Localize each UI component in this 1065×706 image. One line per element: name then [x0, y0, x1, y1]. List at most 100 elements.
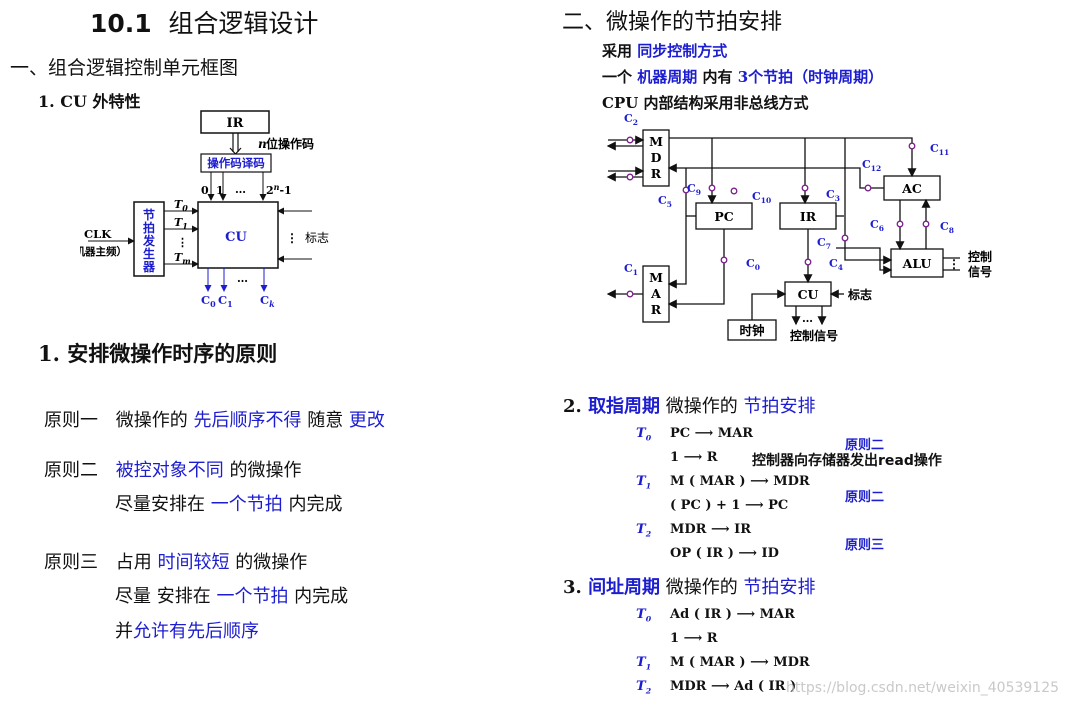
principle-1-text-c: 随意: [301, 410, 349, 431]
clk-label: CLK: [84, 227, 112, 241]
indirect-row-0-t: T: [636, 607, 646, 622]
t0-sub: 0: [182, 203, 188, 213]
c-label-5: C: [658, 194, 667, 207]
ck-label: C: [260, 293, 269, 307]
tm-sub: m: [182, 256, 190, 266]
indirect-row-0-text: Ad ( IR ) ⟶ MAR: [670, 607, 795, 622]
clk-note: （机器主频）: [80, 245, 127, 258]
svg-text:C0: C0: [746, 257, 760, 272]
ir-label: IR: [227, 116, 244, 131]
fetch-cycle-heading: 2. 取指周期 微操作的 节拍安排: [563, 392, 816, 418]
c-label-7: C: [817, 236, 826, 249]
fetch-num: 2.: [563, 396, 589, 417]
section-heading-timing-principles: 1. 安排微操作时序的原则: [38, 341, 278, 366]
beat-gen-char-1: 拍: [143, 220, 155, 235]
alu-ctrl-line2: 信号: [968, 264, 992, 279]
fetch-note-0: 原则二: [845, 438, 885, 453]
svg-text:C5: C5: [658, 194, 672, 209]
decoder-out-last-sup: n: [274, 182, 280, 192]
cpu-structure-line: CPU 内部结构采用非总线方式: [602, 94, 809, 112]
cpu-structure-diagram: M D R M A R PC IR AC ALU CU 时钟 标志 控制 信号 …: [606, 112, 992, 343]
c-sub-12: 12: [871, 164, 881, 173]
mar-char-1: A: [650, 286, 661, 301]
indirect-row-2-text: M ( MAR ) ⟶ MDR: [670, 655, 810, 670]
decoder-out-last-suffix: -1: [279, 184, 291, 197]
cu-external-diagram: IR n 位操作码 操作码译码 0 1 … 2n-1 CU 节 拍 发 生 器 …: [80, 110, 329, 308]
principle-1-text-d: 更改: [348, 410, 385, 431]
fetch-row-5-text: OP ( IR ) ⟶ ID: [670, 546, 779, 561]
principle-3-text-a: 占用: [115, 552, 158, 573]
mar-char-2: R: [651, 302, 662, 317]
indirect-row-3-text: MDR ⟶ Ad ( IR ): [670, 679, 797, 694]
decoder-dots: …: [235, 183, 246, 196]
svg-text:Tm: Tm: [174, 251, 191, 266]
ac-label: AC: [901, 181, 922, 196]
svg-text:C12: C12: [862, 158, 881, 173]
cpu-ir-label: IR: [800, 209, 817, 224]
c-label-0: C: [746, 257, 755, 270]
principle-2-text-b: 的微操作: [223, 460, 302, 481]
decoder-out-1: 1: [216, 184, 224, 197]
indirect-row-3-t: T: [636, 679, 646, 694]
c-sub-6: 6: [879, 224, 884, 233]
fetch-row-4-t: T: [636, 522, 646, 537]
principle-2-line2-b: 一个节拍: [210, 494, 283, 515]
alu-ctrl-line1: 控制: [968, 249, 992, 264]
indirect-title-b: 微操作的: [660, 577, 744, 598]
fetch-note-1: 原则二: [845, 490, 885, 505]
principle-3-line3-a: 并: [115, 621, 133, 642]
principle-2: 原则二 被控对象不同 的微操作: [44, 456, 301, 482]
decoder-label: 操作码译码: [207, 156, 265, 170]
principle-3: 原则三 占用 时间较短 的微操作: [44, 548, 307, 574]
fetch-row-2-t: T: [636, 474, 646, 489]
indirect-row-3: T2 MDR ⟶ Ad ( IR ): [636, 679, 796, 696]
sync-line-a: 采用: [602, 42, 638, 60]
principle-1-text-a: 微操作的: [115, 410, 194, 431]
svg-text:C9: C9: [687, 182, 701, 197]
c-sub-5: 5: [667, 200, 672, 209]
beat-gen-char-0: 节: [143, 207, 155, 222]
indirect-row-2: T1 M ( MAR ) ⟶ MDR: [636, 655, 810, 672]
c1-sub: 1: [227, 299, 233, 308]
c-label-6: C: [870, 218, 879, 231]
watermark: https://blog.csdn.net/weixin_40539125: [786, 680, 1060, 696]
c-sub-11: 11: [939, 148, 949, 157]
c0-sub: 0: [210, 299, 216, 308]
fetch-read-note: 控制器向存储器发出read操作: [752, 453, 942, 469]
pc-label: PC: [714, 209, 733, 224]
c-sub-10: 10: [761, 196, 771, 205]
decoder-out-0: 0: [201, 184, 209, 197]
fetch-row-0: T0 PC ⟶ MAR: [636, 426, 753, 443]
clock-label: 时钟: [739, 323, 764, 338]
section-heading-cu-diagram: 一、组合逻辑控制单元框图: [10, 57, 239, 79]
t1-label: T: [174, 216, 183, 229]
principle-2-label: 原则二: [44, 460, 98, 481]
principle-3-label: 原则三: [44, 552, 98, 573]
fetch-row-0-t: T: [636, 426, 646, 441]
subheading-cu-external: 1. CU 外特性: [38, 92, 141, 111]
svg-text:C3: C3: [826, 188, 840, 203]
fetch-row-2-text: M ( MAR ) ⟶ MDR: [670, 474, 810, 489]
c-label-9: C: [687, 182, 696, 195]
n-label: n: [258, 137, 267, 151]
tm-label: T: [174, 251, 183, 264]
opcode-note: 位操作码: [266, 136, 314, 151]
decoder-box: [200, 153, 272, 173]
svg-text:T0: T0: [174, 198, 188, 213]
title-number: 10.1: [90, 9, 152, 38]
beat-gen-char-2: 发: [142, 233, 156, 248]
svg-text:C4: C4: [829, 257, 843, 272]
sync-control-line: 采用 同步控制方式: [602, 40, 727, 61]
fetch-row-2: T1 M ( MAR ) ⟶ MDR: [636, 474, 810, 491]
fetch-row-0-text: PC ⟶ MAR: [670, 426, 754, 441]
fetch-row-4-text: MDR ⟶ IR: [670, 522, 752, 537]
fetch-row-4: T2 MDR ⟶ IR: [636, 522, 751, 539]
indirect-row-0: T0 Ad ( IR ) ⟶ MAR: [636, 607, 795, 624]
principle-3-text-c: 的微操作: [229, 552, 308, 573]
principle-2-line2-a: 尽量安排在: [115, 494, 211, 515]
cpu-cu-label: CU: [798, 287, 819, 302]
c-label-8: C: [940, 220, 949, 233]
ac-box: [883, 175, 941, 201]
c-label-2: C: [624, 112, 633, 125]
cpu-flag-label: 标志: [847, 287, 872, 302]
